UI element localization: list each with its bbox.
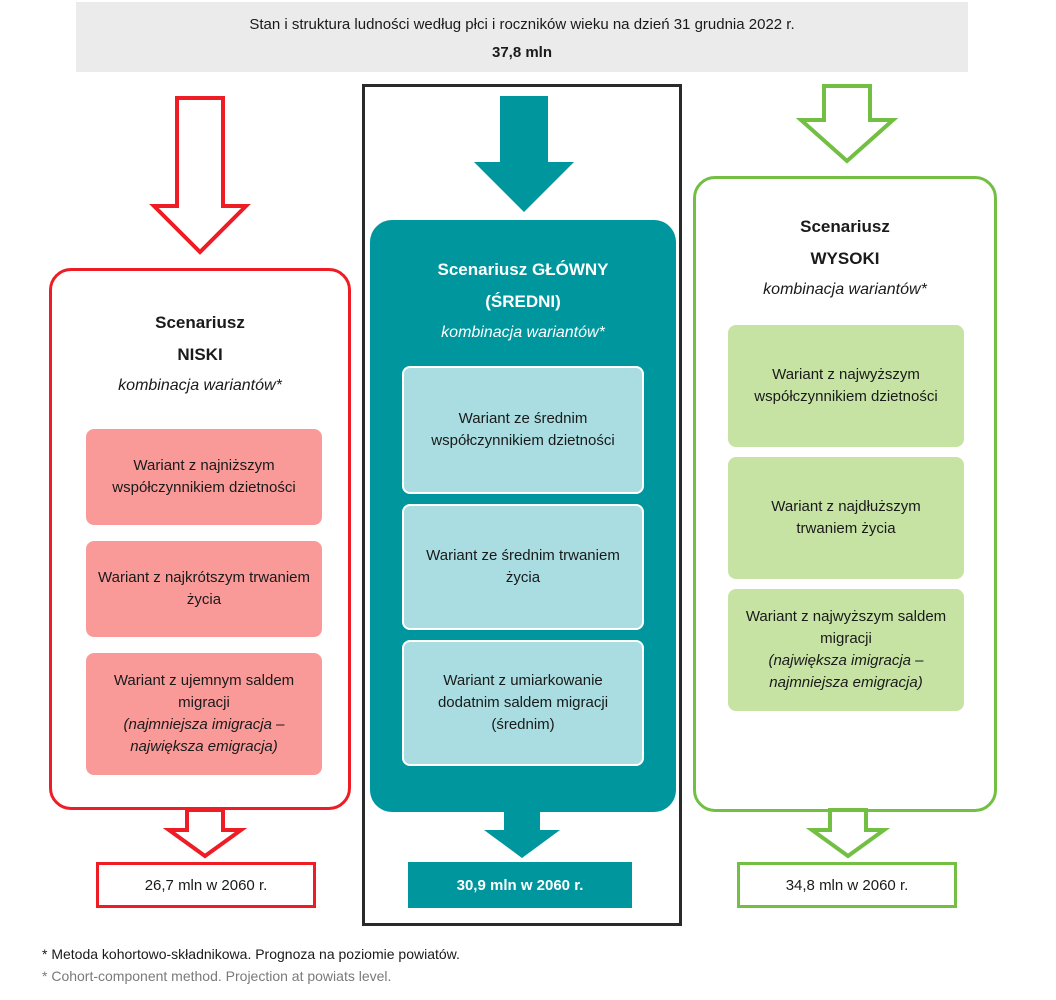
scenario-main-subtitle: kombinacja wariantów* (441, 324, 605, 341)
result-low: 26,7 mln w 2060 r. (96, 862, 316, 908)
arrow-down-high-bottom-icon (805, 808, 891, 859)
arrow-down-low-top-icon (149, 96, 251, 255)
variant-box: Wariant z ujemnym saldem migracji (najmn… (86, 653, 322, 775)
result-main: 30,9 mln w 2060 r. (408, 862, 632, 908)
header-title: Stan i struktura ludności według płci i … (249, 16, 795, 33)
variant-text: Wariant z umiarkowanie dodatnim saldem m… (437, 672, 609, 733)
variant-text: Wariant z najwyższym współczynnikiem dzi… (754, 366, 938, 405)
variant-text: Wariant z najniższym współczynnikiem dzi… (112, 457, 296, 496)
variant-text: Wariant z najdłuższym trwaniem życia (771, 498, 921, 537)
scenario-main-name: (ŚREDNI) (485, 292, 561, 311)
scenario-main-title: Scenariusz GŁÓWNY (437, 260, 609, 279)
variant-note: (najmniejsza imigracja – największa emig… (123, 716, 285, 755)
header-population: 37,8 mln (491, 44, 553, 61)
variant-box: Wariant z najwyższym saldem migracji (na… (728, 589, 964, 711)
scenario-low-card: Scenariusz NISKI kombinacja wariantów* W… (49, 268, 351, 810)
arrow-down-main-bottom-icon (484, 810, 560, 858)
arrow-down-low-bottom-icon (162, 808, 248, 859)
variant-text: Wariant z najwyższym saldem migracji (745, 608, 947, 647)
scenario-high-card: Scenariusz WYSOKI kombinacja wariantów* … (693, 176, 997, 812)
scenario-low-subtitle: kombinacja wariantów* (118, 377, 282, 394)
scenario-low-title: Scenariusz (155, 313, 245, 332)
variant-text: Wariant ze średnim trwaniem życia (426, 547, 620, 586)
scenario-high-name: WYSOKI (810, 249, 880, 268)
header-banner: Stan i struktura ludności według płci i … (76, 2, 968, 72)
footnote-pl: * Metoda kohortowo-składnikowa. Prognoza… (42, 946, 460, 962)
footnote-en: * Cohort-component method. Projection at… (42, 968, 392, 984)
variant-box: Wariant z najkrótszym trwaniem życia (86, 541, 322, 637)
variant-text: Wariant ze średnim współczynnikiem dziet… (431, 410, 615, 449)
scenario-main-card: Scenariusz GŁÓWNY (ŚREDNI) kombinacja wa… (370, 220, 676, 812)
arrow-down-main-top-icon (474, 96, 574, 212)
main-scenario-frame (362, 84, 682, 926)
variant-note: (największa imigracja – najmniejsza emig… (768, 652, 924, 691)
variant-box: Wariant z najdłuższym trwaniem życia (728, 457, 964, 579)
scenario-high-title: Scenariusz (800, 217, 890, 236)
result-high: 34,8 mln w 2060 r. (737, 862, 957, 908)
scenario-low-name: NISKI (177, 345, 223, 364)
variant-box: Wariant ze średnim trwaniem życia (402, 504, 644, 630)
variant-box: Wariant z najwyższym współczynnikiem dzi… (728, 325, 964, 447)
scenario-high-subtitle: kombinacja wariantów* (763, 281, 927, 298)
arrow-down-high-top-icon (795, 84, 899, 164)
variant-text: Wariant z najkrótszym trwaniem życia (98, 569, 310, 608)
variant-box: Wariant ze średnim współczynnikiem dziet… (402, 366, 644, 494)
variant-box: Wariant z najniższym współczynnikiem dzi… (86, 429, 322, 525)
variant-box: Wariant z umiarkowanie dodatnim saldem m… (402, 640, 644, 766)
variant-text: Wariant z ujemnym saldem migracji (113, 672, 295, 711)
